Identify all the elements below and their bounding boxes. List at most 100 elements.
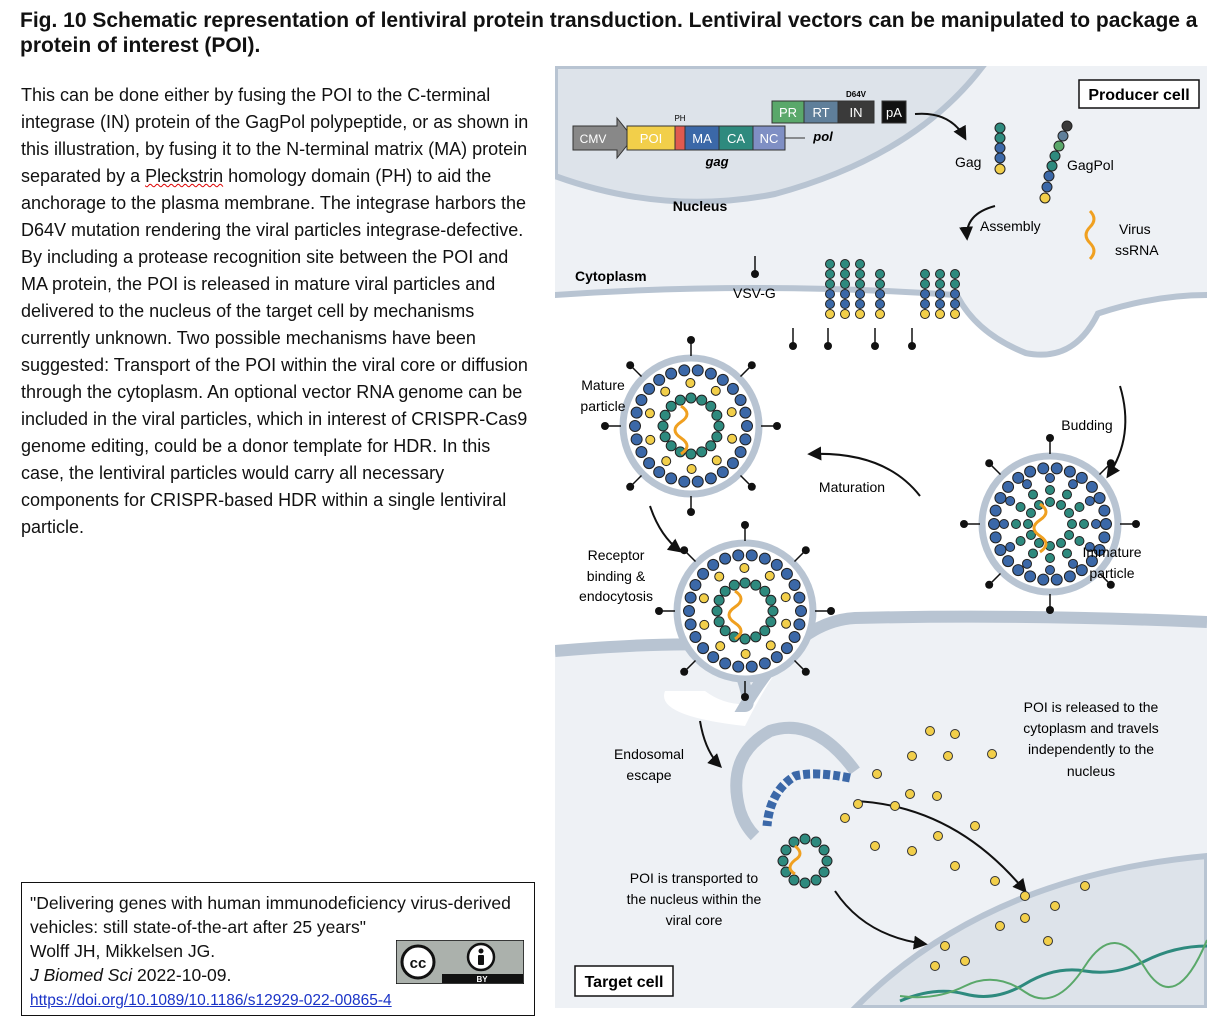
citation-date: 2022-10-09. <box>132 965 232 985</box>
gag-subunit <box>1064 530 1075 540</box>
matrix-protein <box>719 657 732 670</box>
figure-description: This can be done either by fusing the PO… <box>21 82 533 541</box>
capsid-protein <box>799 877 811 889</box>
citation-box: "Delivering genes with human immunodefic… <box>21 882 535 1016</box>
particle-envelope <box>619 354 763 498</box>
capsid-protein <box>777 855 789 867</box>
construct-pol: pol <box>812 129 833 144</box>
poi-molecule <box>905 789 915 799</box>
gag-subunit <box>1005 496 1016 506</box>
virus-ssrna-icon <box>1084 209 1096 261</box>
gag-subunit <box>875 309 885 319</box>
capsid-protein <box>759 625 771 637</box>
gag-subunit <box>1045 497 1055 507</box>
capsid-protein <box>657 420 669 432</box>
capsid-protein <box>685 448 697 460</box>
poi-molecule <box>781 618 792 629</box>
poi-molecule <box>925 726 935 736</box>
capsid-protein <box>659 431 671 443</box>
poi-molecule <box>686 463 697 474</box>
budding-label: Budding <box>1061 417 1112 433</box>
matrix-protein <box>1098 531 1111 544</box>
capsid-protein <box>711 409 723 421</box>
cytoplasm-label: Cytoplasm <box>575 268 647 284</box>
matrix-protein <box>732 660 745 673</box>
immature-label-2: particle <box>1089 565 1134 581</box>
matrix-protein <box>1093 544 1106 557</box>
description-spellcheck-word[interactable]: Pleckstrin <box>145 166 224 186</box>
gag-subunit <box>1015 536 1026 546</box>
by-icon-text: BY <box>476 975 488 984</box>
gag-subunit <box>935 269 945 279</box>
gag-subunit <box>855 259 865 269</box>
matrix-protein <box>1037 462 1050 475</box>
vsvg-spike-head <box>801 546 810 555</box>
vsvg-spike-head <box>985 580 994 589</box>
particle-envelope <box>673 539 817 683</box>
poi-molecule <box>1080 881 1090 891</box>
poi-molecule <box>714 571 725 582</box>
matrix-protein <box>1085 480 1098 493</box>
matrix-protein <box>691 364 704 377</box>
matrix-protein <box>726 382 739 395</box>
poi-molecule <box>907 751 917 761</box>
gag-subunit <box>935 309 945 319</box>
poi-molecule <box>645 434 656 445</box>
vsvg-head <box>908 342 916 350</box>
vsvg-head <box>824 342 832 350</box>
capsid-protein <box>659 409 671 421</box>
gag-subunit <box>935 279 945 289</box>
matrix-protein <box>716 466 729 479</box>
capsid-protein <box>713 594 725 606</box>
construct-in: IN <box>850 105 863 120</box>
vsvg-spike-head <box>741 521 749 529</box>
vsvg-spike-head <box>1106 580 1115 589</box>
vsvg-spikes <box>751 256 916 350</box>
matrix-protein <box>739 406 752 419</box>
vsvg-spike-head <box>747 482 756 491</box>
capsid-protein <box>788 836 800 848</box>
vsvg-spike-head <box>680 667 689 676</box>
matrix-protein <box>1002 555 1015 568</box>
vsvg-spike-head <box>960 520 968 528</box>
gag-subunit <box>950 309 960 319</box>
vsvg-spike-head <box>626 482 635 491</box>
poi-molecule <box>960 956 970 966</box>
gag-subunit <box>825 279 835 289</box>
capsid-protein <box>739 633 751 645</box>
citation-journal-line: J Biomed Sci 2022-10-09. <box>30 963 526 987</box>
gag-subunit <box>1045 485 1055 495</box>
matrix-protein <box>1024 570 1037 583</box>
matrix-protein <box>665 367 678 380</box>
matrix-protein <box>1050 462 1063 475</box>
citation-doi-link[interactable]: https://doi.org/10.1089/10.1186/s12929-0… <box>30 992 392 1009</box>
poi-molecule <box>698 593 709 604</box>
gag-subunit <box>1025 508 1036 518</box>
assembling-gag-proteins <box>825 259 960 319</box>
endosome-matrix-layer <box>762 769 851 827</box>
capsid-protein <box>705 400 717 412</box>
gag-subunit <box>950 269 960 279</box>
description-text-1: This can be done either by fusing the PO… <box>21 85 529 186</box>
poi-molecule <box>950 729 960 739</box>
matrix-protein <box>780 642 793 655</box>
matrix-protein <box>758 552 771 565</box>
vsvg-spike-head <box>687 508 695 516</box>
matrix-protein <box>635 393 648 406</box>
transported-label-2: the nucleus within the <box>627 891 762 907</box>
matrix-protein <box>707 651 720 664</box>
gag-subunit <box>1028 489 1038 500</box>
cc-by-license-icon[interactable]: cc BY <box>396 940 524 984</box>
gag-subunit <box>999 519 1009 529</box>
assembly-label: Assembly <box>980 218 1041 234</box>
gag-subunit <box>1084 542 1095 552</box>
vsvg-spike-head <box>680 546 689 555</box>
citation-title: "Delivering genes with human immunodefic… <box>30 893 511 937</box>
gag-subunit <box>1074 536 1085 546</box>
gag-subunit <box>825 269 835 279</box>
matrix-protein <box>1037 573 1050 586</box>
gag-subunit <box>935 289 945 299</box>
gag-chain <box>994 122 1006 175</box>
gag-subunit <box>1011 519 1021 529</box>
poi-molecule <box>644 408 655 419</box>
